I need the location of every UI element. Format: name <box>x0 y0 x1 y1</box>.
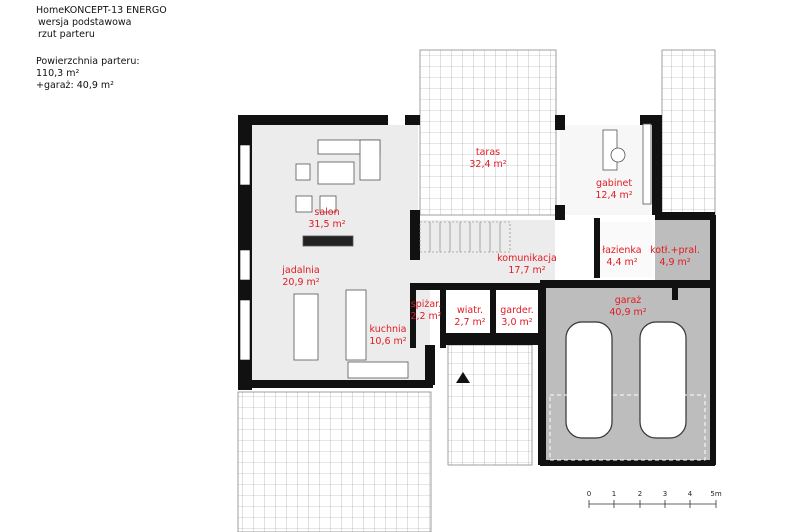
scale-bar <box>588 500 717 508</box>
project-version: wersja podstawowa <box>38 17 132 28</box>
terrace-right <box>661 49 716 216</box>
header: HomeKONCEPT-13 ENERGO wersja podstawowa … <box>36 5 167 41</box>
room-label-garderoba: garder.3,0 m² <box>500 305 534 328</box>
terrace-top <box>419 49 557 216</box>
scale-tick: 4 <box>687 490 693 498</box>
terrace-bottom <box>237 391 432 532</box>
project-title: HomeKONCEPT-13 ENERGO <box>36 5 167 16</box>
area-label: Powierzchnia parteru: <box>36 56 140 67</box>
room-label-wiatrolap: wiatr.2,7 m² <box>454 305 486 328</box>
entrance-arrow-icon <box>456 372 470 383</box>
cars <box>565 321 687 439</box>
area-summary: Powierzchnia parteru: 110,3 m² +garaż: 4… <box>36 56 140 92</box>
scale-tick: 2 <box>637 490 643 498</box>
scale-tick: 1 <box>611 490 617 498</box>
living-area-floor <box>250 125 555 380</box>
view-name: rzut parteru <box>38 29 95 40</box>
entrance-steps <box>447 344 533 466</box>
furniture <box>293 123 652 379</box>
bathroom-floor <box>598 222 653 277</box>
area-value: 110,3 m² <box>36 68 80 79</box>
garage-area: +garaż: 40,9 m² <box>36 80 114 91</box>
scale-tick: 0 <box>586 490 592 498</box>
scale-tick: 5m <box>710 490 722 498</box>
scale-tick: 3 <box>662 490 668 498</box>
room-label-kotlownia: kotł.+pral.4,9 m² <box>650 245 700 268</box>
boiler-floor <box>655 220 715 285</box>
room-label-spizarnia: spiżar.2,2 m² <box>410 299 442 322</box>
stairs <box>419 221 511 253</box>
